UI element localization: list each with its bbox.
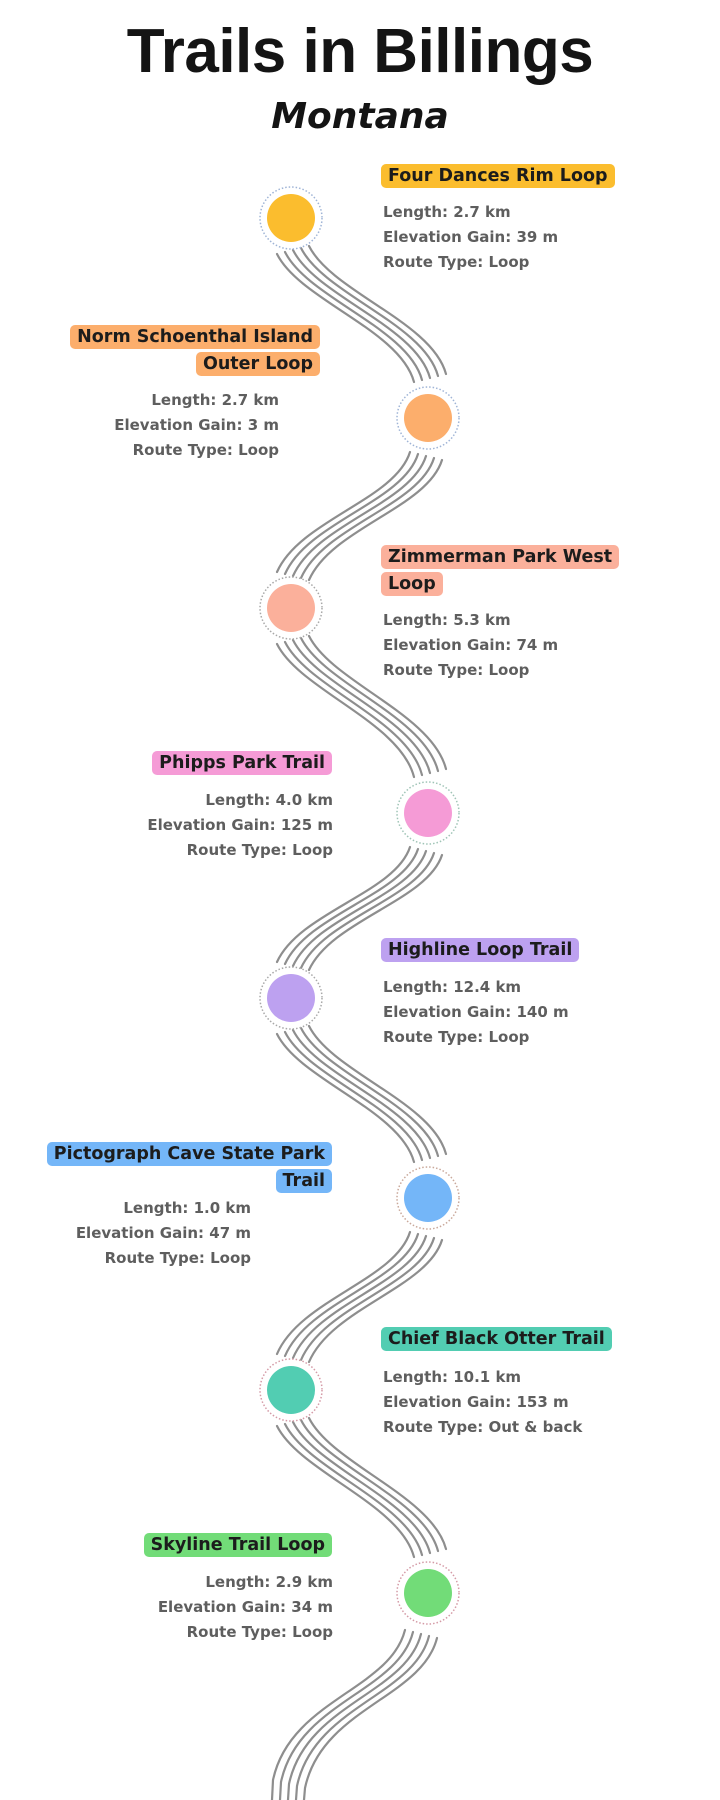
- trail-route-type: Route Type: Loop: [383, 1028, 530, 1046]
- trail-route-type: Route Type: Loop: [186, 841, 333, 859]
- trail-route-type: Route Type: Loop: [186, 1623, 333, 1641]
- trail-label-3: Zimmerman Park West Loop: [381, 544, 651, 598]
- trail-label-8: Skyline Trail Loop: [60, 1532, 332, 1559]
- node-5: [259, 966, 323, 1030]
- page-subtitle: Montana: [271, 96, 449, 137]
- trail-elevation: Elevation Gain: 39 m: [383, 228, 559, 246]
- trail-route-type: Route Type: Loop: [383, 661, 530, 679]
- trail-elevation: Elevation Gain: 140 m: [383, 1003, 569, 1021]
- trail-name: Highline Loop Trail: [381, 938, 580, 962]
- trail-info-5: Length: 12.4 km Elevation Gain: 140 m Ro…: [383, 975, 683, 1050]
- node-4: [396, 781, 460, 845]
- trail-segment-8: [270, 1628, 439, 1800]
- trail-elevation: Elevation Gain: 3 m: [114, 416, 279, 434]
- trail-name: Zimmerman Park West Loop: [381, 545, 620, 596]
- trail-route-type: Route Type: Loop: [132, 441, 279, 459]
- trail-label-2: Norm Schoenthal Island Outer Loop: [44, 324, 320, 378]
- trail-length: Length: 10.1 km: [383, 1368, 522, 1386]
- trail-name: Pictograph Cave State Park Trail: [46, 1142, 332, 1193]
- node-2: [396, 386, 460, 450]
- trail-label-5: Highline Loop Trail: [381, 937, 681, 964]
- trail-length: Length: 2.7 km: [151, 391, 279, 409]
- trail-segment-1: [275, 244, 448, 384]
- trail-elevation: Elevation Gain: 74 m: [383, 636, 559, 654]
- trail-elevation: Elevation Gain: 125 m: [147, 816, 333, 834]
- trail-elevation: Elevation Gain: 47 m: [75, 1224, 251, 1242]
- trail-info-1: Length: 2.7 km Elevation Gain: 39 m Rout…: [383, 200, 683, 275]
- trail-info-4: Length: 4.0 km Elevation Gain: 125 m Rou…: [30, 788, 333, 863]
- trail-segment-7: [275, 1416, 448, 1559]
- trail-segment-3: [275, 634, 448, 779]
- trail-info-8: Length: 2.9 km Elevation Gain: 34 m Rout…: [30, 1570, 333, 1645]
- trail-label-6: Pictograph Cave State Park Trail: [30, 1141, 332, 1195]
- node-6: [396, 1166, 460, 1230]
- trail-length: Length: 2.7 km: [383, 203, 511, 221]
- trail-segment-2: [275, 450, 444, 582]
- trail-name: Phipps Park Trail: [152, 751, 332, 775]
- trail-route-type: Route Type: Loop: [104, 1249, 251, 1267]
- trail-label-7: Chief Black Otter Trail: [381, 1326, 681, 1353]
- trail-info-6: Length: 1.0 km Elevation Gain: 47 m Rout…: [20, 1196, 251, 1271]
- trail-length: Length: 5.3 km: [383, 611, 511, 629]
- trail-name: Four Dances Rim Loop: [381, 164, 615, 188]
- trail-info-3: Length: 5.3 km Elevation Gain: 74 m Rout…: [383, 608, 683, 683]
- trail-length: Length: 1.0 km: [123, 1199, 251, 1217]
- trail-elevation: Elevation Gain: 34 m: [157, 1598, 333, 1616]
- trail-length: Length: 12.4 km: [383, 978, 522, 996]
- node-1: [259, 186, 323, 250]
- trail-name: Skyline Trail Loop: [143, 1533, 332, 1557]
- trail-route-type: Route Type: Out & back: [383, 1418, 583, 1436]
- trail-elevation: Elevation Gain: 153 m: [383, 1393, 569, 1411]
- trail-length: Length: 4.0 km: [205, 791, 333, 809]
- trail-name: Norm Schoenthal Island Outer Loop: [70, 325, 320, 376]
- node-3: [259, 576, 323, 640]
- trail-info-2: Length: 2.7 km Elevation Gain: 3 m Route…: [20, 388, 279, 463]
- page-title: Trails in Billings: [126, 17, 594, 86]
- trail-segment-5: [275, 1024, 448, 1164]
- trail-label-1: Four Dances Rim Loop: [381, 163, 681, 190]
- node-8: [396, 1561, 460, 1625]
- trail-name: Chief Black Otter Trail: [381, 1327, 612, 1351]
- trail-segment-4: [275, 845, 444, 972]
- trail-route-type: Route Type: Loop: [383, 253, 530, 271]
- trail-nodes: [259, 186, 460, 1625]
- trail-label-4: Phipps Park Trail: [60, 750, 332, 777]
- trail-info-7: Length: 10.1 km Elevation Gain: 153 m Ro…: [383, 1365, 683, 1440]
- node-7: [259, 1358, 323, 1422]
- trail-segment-6: [275, 1230, 444, 1364]
- trail-length: Length: 2.9 km: [205, 1573, 333, 1591]
